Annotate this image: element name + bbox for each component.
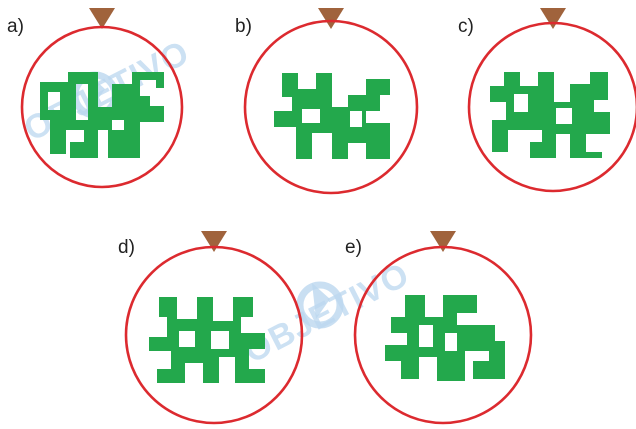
pointer-triangle-icon [430,231,456,252]
green-fret-pattern [274,73,390,159]
option-e-figure [353,231,533,425]
option-label-c: c) [458,16,474,37]
option-label-a: a) [7,16,24,37]
pointer-triangle-icon [89,8,115,29]
pointer-triangle-icon [318,8,344,29]
red-ring [243,19,419,195]
objetivo-logo-icon [300,283,340,325]
option-label-e: e) [345,237,362,258]
green-fret-pattern [149,297,265,383]
option-label-d: d) [118,237,135,258]
red-ring [20,25,184,189]
red-ring [353,245,533,425]
option-b-figure [243,8,419,195]
red-ring [124,245,304,425]
option-d-figure [124,231,304,425]
option-c-figure [467,8,636,193]
pointer-triangle-icon [201,231,227,252]
option-label-b: b) [235,16,252,37]
green-fret-pattern [490,72,610,158]
green-fret-pattern [40,72,164,158]
red-ring [467,21,636,193]
green-fret-pattern [385,295,505,381]
pointer-triangle-icon [540,8,566,29]
option-a-figure [20,8,184,189]
